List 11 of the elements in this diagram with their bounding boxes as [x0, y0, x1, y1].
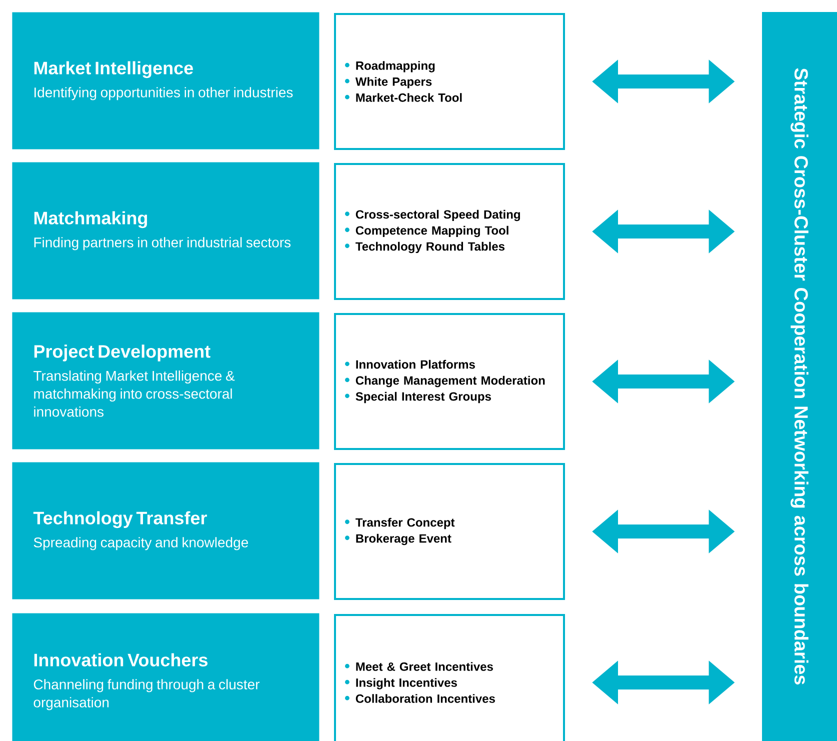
tool-list-box: Meet & Greet Incentives Insight Incentives Collaboration Incentives: [334, 614, 565, 741]
category-box: Technology Transfer Spreading capacity and knowledge: [12, 462, 320, 600]
tool-list-box: Transfer Concept Brokerage Event: [334, 463, 565, 600]
category-box: Project Development Translating Market Intelligence & matchmaking into cross-sectoral innovations: [12, 312, 320, 450]
category-box: Market Intelligence Identifying opportunities in other industries: [12, 12, 320, 150]
tool-list-box: Innovation Platforms Change Management Moderation Special Interest Groups: [334, 313, 565, 450]
category-box: Innovation Vouchers Channeling funding through a cluster organisation: [12, 613, 320, 741]
tool-list-box: Roadmapping White Papers Market-Check Tool: [334, 13, 565, 150]
side-banner: Strategic Cross-Cluster Cooperation Networking across boundaries: [762, 12, 837, 741]
tool-list-box: Cross-sectoral Speed Dating Competence Mapping Tool Technology Round Tables: [334, 163, 565, 300]
category-box: Matchmaking Finding partners in other industrial sectors: [12, 162, 320, 300]
